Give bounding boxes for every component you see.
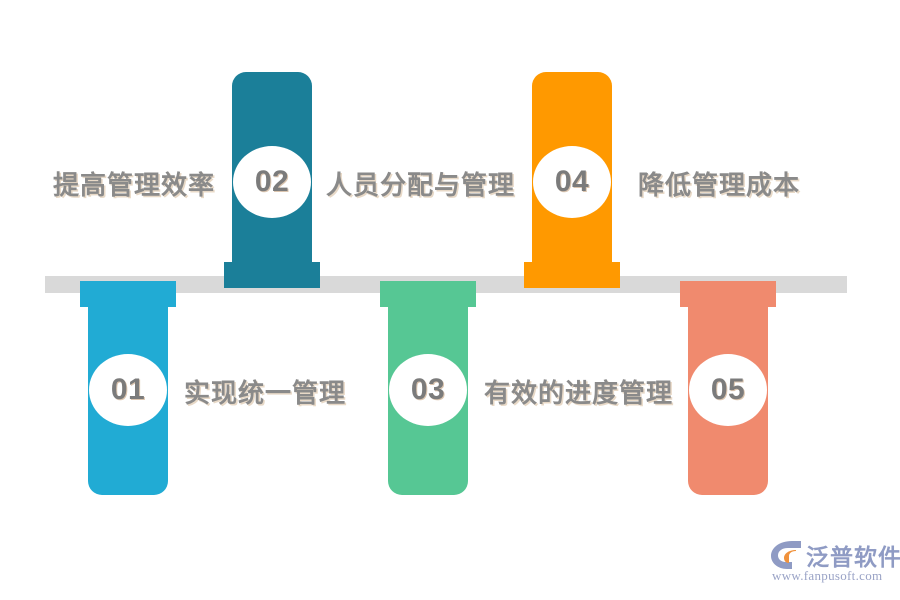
number-badge-03: 03 <box>389 354 467 426</box>
number-badge-text: 03 <box>410 373 446 406</box>
brand-name: 泛普软件 <box>806 544 900 570</box>
number-badge-text: 04 <box>554 165 590 198</box>
number-badge-01: 01 <box>89 354 167 426</box>
number-badge-text: 05 <box>710 373 746 406</box>
brand-logo: 泛普软件 www.fanpusoft.com <box>770 538 900 586</box>
number-badge-05: 05 <box>689 354 767 426</box>
item-label-05: 降低管理成本 <box>638 170 801 200</box>
item-label-01: 实现统一管理 <box>184 378 347 408</box>
number-badge-text: 02 <box>254 165 290 198</box>
brand-url: www.fanpusoft.com <box>772 568 883 583</box>
number-badge-04: 04 <box>533 146 611 218</box>
timeline-baseline <box>45 276 847 293</box>
number-badge-02: 02 <box>233 146 311 218</box>
item-label-02: 提高管理效率 <box>53 170 216 200</box>
item-label-04: 人员分配与管理 <box>326 170 516 200</box>
item-label-03: 有效的进度管理 <box>484 378 674 408</box>
number-badge-text: 01 <box>110 373 146 406</box>
fanpusoft-logo-icon <box>771 541 801 569</box>
